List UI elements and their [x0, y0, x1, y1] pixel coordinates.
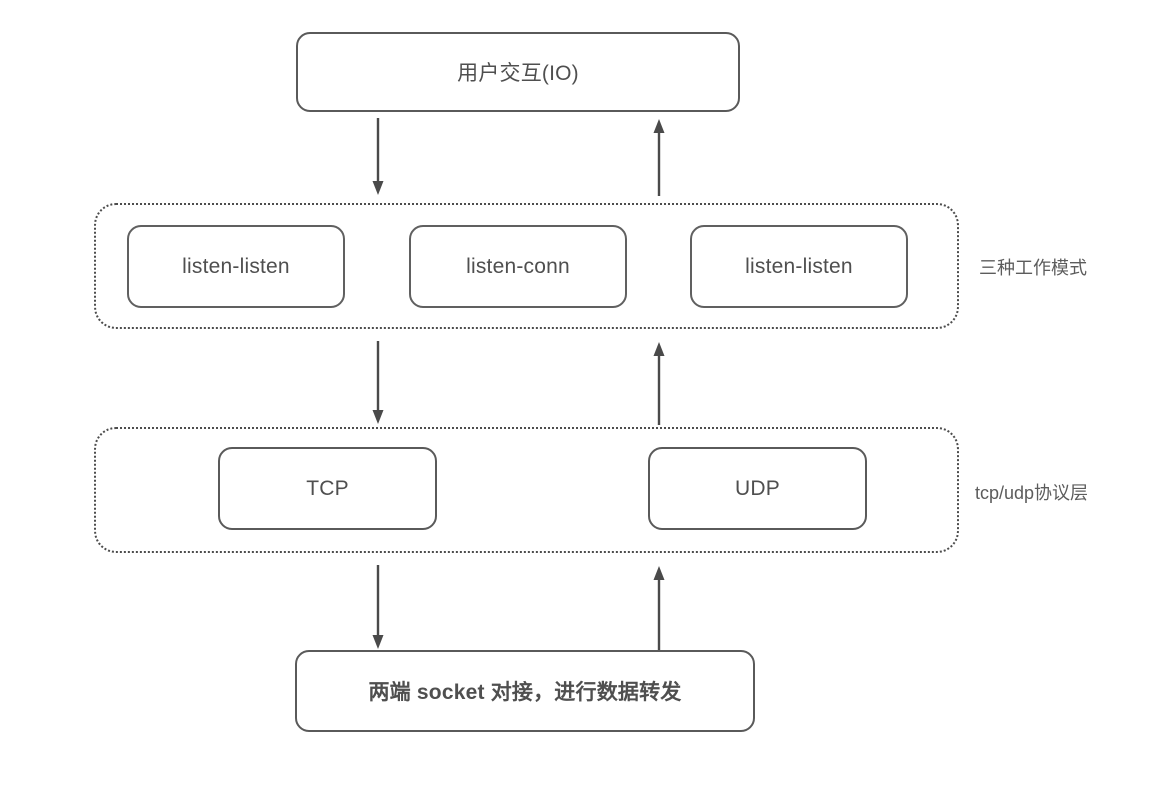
label-tcp-udp-protocol: tcp/udp协议层 — [975, 483, 1089, 503]
arrow-top-to-mode-down — [368, 118, 388, 196]
node-socket-forwarding[interactable]: 两端 socket 对接，进行数据转发 — [295, 650, 755, 732]
node-socket-forwarding-label: 两端 socket 对接，进行数据转发 — [368, 681, 682, 704]
arrow-mode-to-top-up — [649, 118, 669, 196]
arrow-socket-to-protocol-up — [649, 565, 669, 650]
node-user-interaction[interactable]: 用户交互(IO) — [296, 32, 740, 112]
node-mode-listen-listen-2-label: listen-listen — [745, 254, 853, 278]
node-protocol-tcp-label: TCP — [306, 476, 349, 500]
node-mode-listen-conn[interactable]: listen-conn — [409, 225, 627, 308]
group-work-modes — [94, 203, 959, 329]
node-mode-listen-listen-1-label: listen-listen — [182, 254, 290, 278]
group-tcp-udp-protocol — [94, 427, 959, 553]
arrow-mode-to-protocol-down — [368, 341, 388, 425]
label-work-modes: 三种工作模式 — [979, 258, 1087, 278]
node-mode-listen-listen-2[interactable]: listen-listen — [690, 225, 908, 308]
arrow-protocol-to-mode-up — [649, 341, 669, 425]
node-protocol-udp-label: UDP — [735, 476, 780, 500]
node-user-interaction-label: 用户交互(IO) — [457, 62, 579, 85]
node-protocol-udp[interactable]: UDP — [648, 447, 867, 530]
node-mode-listen-listen-1[interactable]: listen-listen — [127, 225, 345, 308]
arrow-protocol-to-socket-down — [368, 565, 388, 650]
node-protocol-tcp[interactable]: TCP — [218, 447, 437, 530]
node-mode-listen-conn-label: listen-conn — [466, 254, 570, 278]
